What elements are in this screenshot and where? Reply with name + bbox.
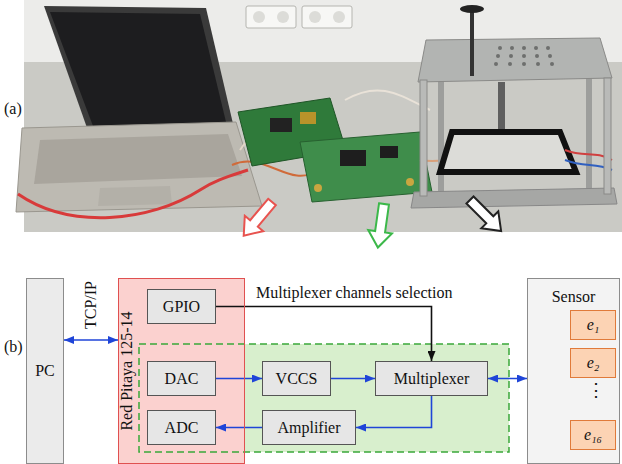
electrode-box: e₁₆ <box>570 420 616 450</box>
electrode-box: e₂ <box>570 348 616 378</box>
node-text: VCCS <box>276 370 318 388</box>
edge-label: TCP/IP <box>82 281 100 329</box>
node-text: Multiplexer <box>394 370 470 388</box>
wall-socket <box>246 6 352 28</box>
dac-block: DAC <box>147 361 216 396</box>
pointer-arrow <box>366 202 396 249</box>
node-text: e₁ <box>587 316 600 334</box>
pointer-arrow <box>462 192 510 240</box>
signal-arrow <box>331 378 375 380</box>
node-text: DAC <box>165 370 199 388</box>
node-text: GPIO <box>163 298 200 316</box>
panel-label: (a) <box>4 100 22 118</box>
node-text: Red Pitaya 125-14 <box>118 311 136 430</box>
node-text: PC <box>35 362 55 380</box>
panel-label: (b) <box>4 338 23 356</box>
current-source-block: VCCS <box>262 361 331 396</box>
gpio-block: GPIO <box>147 289 216 324</box>
signal-arrow <box>216 427 262 429</box>
node-text: e₂ <box>587 354 600 372</box>
multiplexer-block: Multiplexer <box>375 361 488 396</box>
laptop <box>16 6 262 218</box>
sensor-housing <box>411 5 617 208</box>
pointer-arrow <box>235 194 282 243</box>
signal-arrow <box>216 307 432 362</box>
panel-label: ⋮ <box>587 381 605 399</box>
node-text: e₁₆ <box>584 426 602 444</box>
edge-label: Multiplexer channels selection <box>256 284 452 302</box>
signal-arrow <box>64 339 118 341</box>
node-text: Sensor <box>552 288 596 306</box>
signal-arrow <box>216 378 262 380</box>
computer-box: PC <box>26 278 64 464</box>
signal-arrow <box>356 396 432 428</box>
board-panel: Red Pitaya 125-14 GPIO DAC ADC <box>118 278 245 464</box>
node-text: ADC <box>165 419 199 437</box>
signal-arrow <box>488 378 527 380</box>
node-text: Amplifier <box>277 419 340 437</box>
amplifier-block: Amplifier <box>262 410 356 445</box>
frontend-outline <box>139 344 509 452</box>
sensor-box: Sensor e₁ e₂ e₁₆ <box>527 278 620 464</box>
electrode-box: e₁ <box>570 310 616 340</box>
frontend-region <box>245 344 509 452</box>
adc-block: ADC <box>147 410 216 445</box>
